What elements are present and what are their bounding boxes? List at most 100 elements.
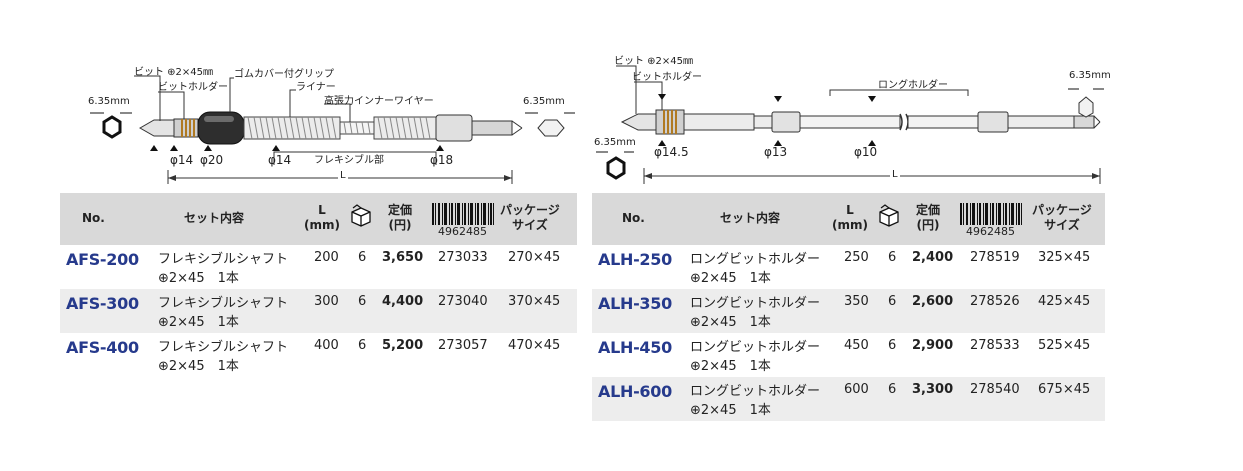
length-value: 350 <box>844 294 869 309</box>
model-number: ALH-350 <box>598 294 672 313</box>
set-contents-bit: ⊕2×45 1本 <box>158 271 239 286</box>
wire-label: 高張力インナーワイヤー <box>324 96 434 107</box>
bit-tip <box>138 119 175 137</box>
barcode-icon <box>960 203 1022 229</box>
set-contents: ロングビットホルダー ⊕2×45 1本 <box>690 250 820 288</box>
package-size: 370×45 <box>508 294 561 309</box>
model-number: AFS-400 <box>66 338 139 357</box>
hex-left-label: 6.35mm <box>88 96 130 107</box>
set-contents-name: ロングビットホルダー <box>690 340 821 355</box>
diameter-label: φ14 <box>170 153 194 167</box>
jan-code: 273057 <box>438 338 488 353</box>
model-number: ALH-600 <box>598 382 672 401</box>
flex-section-label: フレキシブル部 <box>314 155 384 166</box>
flexible-shaft-drawing <box>90 75 575 184</box>
price-value: 2,400 <box>912 250 954 265</box>
length-value: 450 <box>844 338 869 353</box>
package-qty: 6 <box>358 294 367 309</box>
price-value: 2,600 <box>912 294 954 309</box>
set-contents-bit: ⊕2×45 1本 <box>690 315 771 330</box>
table-header: No. セット内容 L (mm) 定価 (円) <box>592 193 1105 245</box>
diameter-label: φ13 <box>764 145 788 159</box>
price-value: 3,300 <box>912 382 954 397</box>
package-qty: 6 <box>358 250 367 265</box>
length-label: L <box>890 169 900 181</box>
length-label: L <box>338 170 348 182</box>
long-holder-label: ロングホルダー <box>878 80 948 91</box>
set-contents: フレキシブルシャフト ⊕2×45 1本 <box>158 294 288 332</box>
set-contents-bit: ⊕2×45 1本 <box>158 315 239 330</box>
set-contents: ロングビットホルダー ⊕2×45 1本 <box>690 382 820 420</box>
table-row: ALH-600 ロングビットホルダー ⊕2×45 1本 600 6 3,300 … <box>592 377 1105 421</box>
hex-left-label: 6.35mm <box>594 137 636 148</box>
table-row: ALH-450 ロングビットホルダー ⊕2×45 1本 450 6 2,900 … <box>592 333 1105 377</box>
long-holder-drawing <box>596 65 1104 184</box>
header-price: 定価 (円) <box>388 203 413 232</box>
jan-code: 278540 <box>970 382 1020 397</box>
header-length: L (mm) <box>832 203 868 232</box>
barcode-bars <box>432 203 494 225</box>
package-size: 675×45 <box>1038 382 1091 397</box>
package-qty: 6 <box>888 250 897 265</box>
diameter-label: φ14.5 <box>654 145 689 159</box>
barcode-prefix: 4962485 <box>438 225 487 238</box>
price-value: 5,200 <box>382 338 424 353</box>
product-table: AFS-200 フレキシブルシャフト ⊕2×45 1本 200 6 3,650 … <box>60 245 577 377</box>
table-row: ALH-250 ロングビットホルダー ⊕2×45 1本 250 6 2,400 … <box>592 245 1105 289</box>
grip-label: ゴムカバー付グリップ <box>234 69 334 80</box>
hex-socket-icon <box>606 156 626 180</box>
model-number: AFS-200 <box>66 250 139 269</box>
price-value: 4,400 <box>382 294 424 309</box>
product-table: ALH-250 ロングビットホルダー ⊕2×45 1本 250 6 2,400 … <box>592 245 1105 421</box>
header-price: 定価 (円) <box>916 203 941 232</box>
set-contents: フレキシブルシャフト ⊕2×45 1本 <box>158 250 288 288</box>
package-size: 525×45 <box>1038 338 1091 353</box>
package-size: 270×45 <box>508 250 561 265</box>
jan-code: 278533 <box>970 338 1020 353</box>
barcode-icon <box>432 203 494 229</box>
header-set-contents: セット内容 <box>184 211 245 225</box>
long-holder-diagram: ビット ⊕2×45㎜ ビットホルダー ロングホルダー 6.35mm 6.35mm… <box>592 0 1111 190</box>
set-contents-bit: ⊕2×45 1本 <box>690 403 771 418</box>
table-row: AFS-300 フレキシブルシャフト ⊕2×45 1本 300 6 4,400 … <box>60 289 577 333</box>
header-length: L (mm) <box>304 203 340 232</box>
length-value: 300 <box>314 294 339 309</box>
set-contents-name: ロングビットホルダー <box>690 384 821 399</box>
model-number: ALH-450 <box>598 338 672 357</box>
package-qty: 6 <box>888 294 897 309</box>
box-icon <box>876 203 902 233</box>
package-qty: 6 <box>358 338 367 353</box>
set-contents-name: ロングビットホルダー <box>690 296 821 311</box>
bit-tip <box>620 113 657 131</box>
model-number: AFS-300 <box>66 294 139 313</box>
set-contents-bit: ⊕2×45 1本 <box>690 271 771 286</box>
flexible-shaft-panel: ビット ⊕2×45㎜ ビットホルダー ゴムカバー付グリップ ライナー 高張力イン… <box>60 0 577 471</box>
package-size: 470×45 <box>508 338 561 353</box>
package-size: 425×45 <box>1038 294 1091 309</box>
diameter-label: φ20 <box>200 153 224 167</box>
set-contents: フレキシブルシャフト ⊕2×45 1本 <box>158 338 288 376</box>
header-no: No. <box>82 211 105 225</box>
set-contents-name: フレキシブルシャフト <box>158 340 289 355</box>
jan-code: 273040 <box>438 294 488 309</box>
header-package-size: パッケージ サイズ <box>500 203 560 232</box>
set-contents-bit: ⊕2×45 1本 <box>690 359 771 374</box>
set-contents: ロングビットホルダー ⊕2×45 1本 <box>690 294 820 332</box>
barcode-prefix: 4962485 <box>966 225 1015 238</box>
liner-label: ライナー <box>296 82 336 93</box>
table-row: ALH-350 ロングビットホルダー ⊕2×45 1本 350 6 2,600 … <box>592 289 1105 333</box>
diameter-label: φ18 <box>430 153 454 167</box>
set-contents-name: フレキシブルシャフト <box>158 252 289 267</box>
jan-code: 278519 <box>970 250 1020 265</box>
model-number: ALH-250 <box>598 250 672 269</box>
length-value: 200 <box>314 250 339 265</box>
barcode-bars <box>960 203 1022 225</box>
hex-socket-icon <box>102 115 122 139</box>
bit-label: ビット ⊕2×45㎜ <box>134 67 214 78</box>
bit-label: ビット ⊕2×45㎜ <box>614 56 694 67</box>
jan-code: 278526 <box>970 294 1020 309</box>
hex-right-label: 6.35mm <box>523 96 565 107</box>
table-row: AFS-200 フレキシブルシャフト ⊕2×45 1本 200 6 3,650 … <box>60 245 577 289</box>
length-value: 600 <box>844 382 869 397</box>
length-value: 400 <box>314 338 339 353</box>
